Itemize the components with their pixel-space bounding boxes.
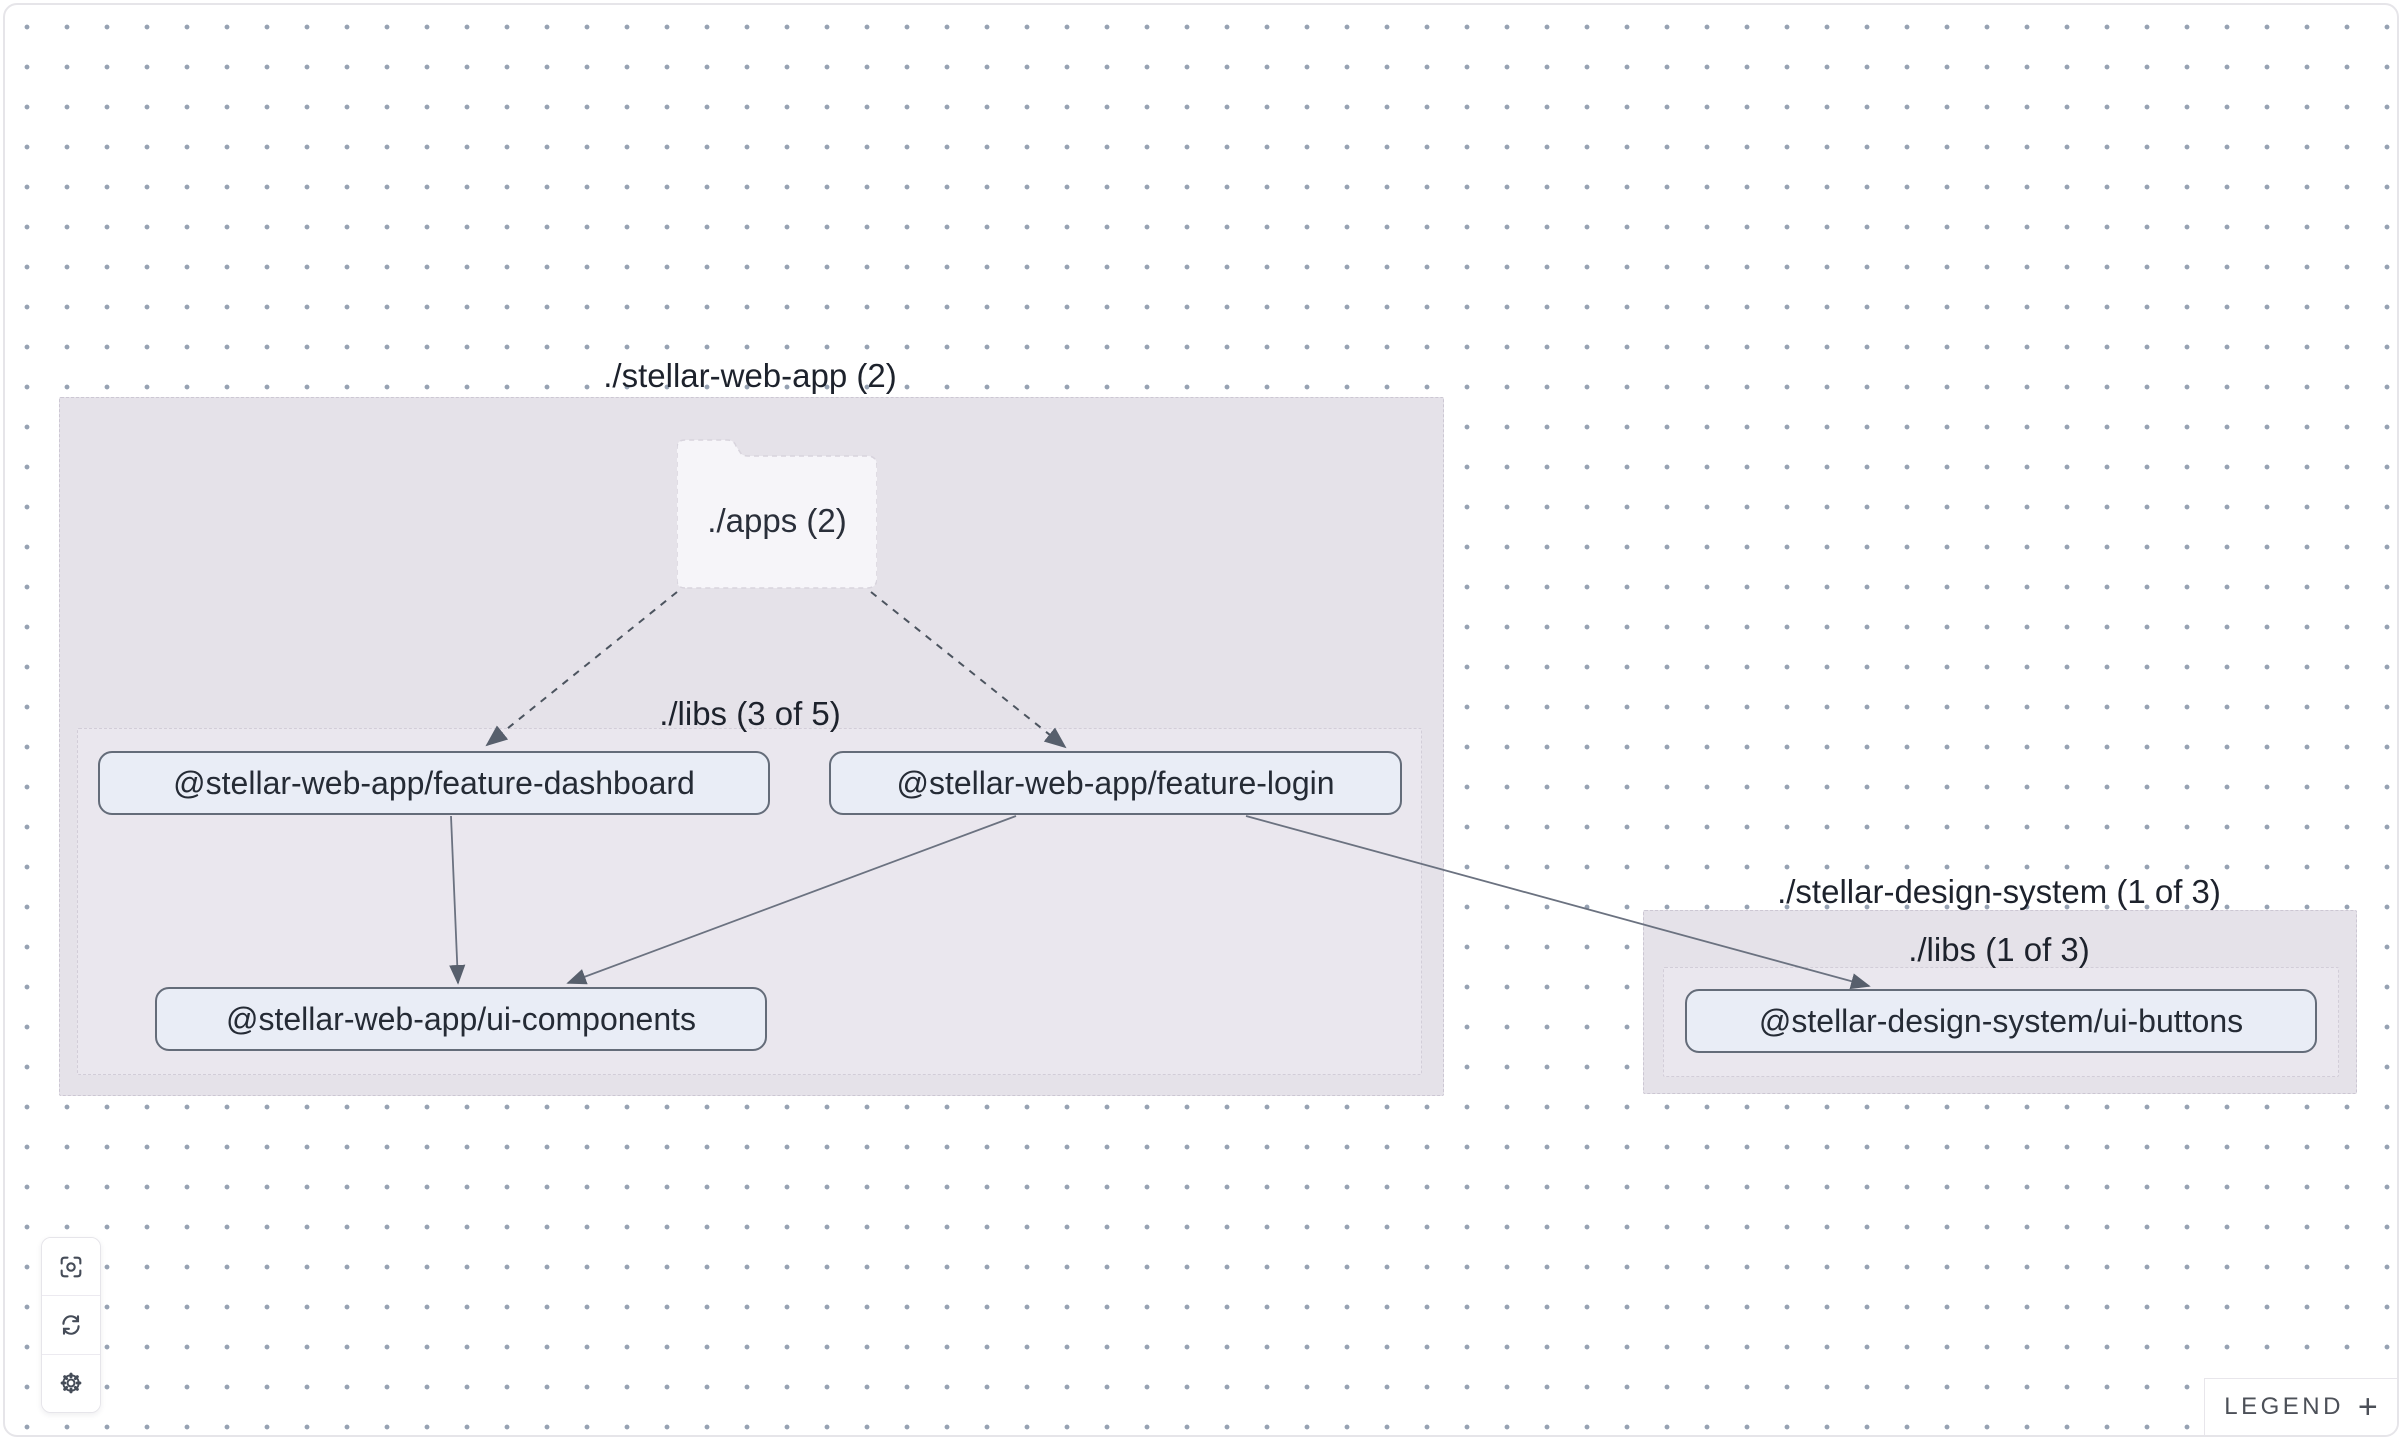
group-title-stellar-web-app: ./stellar-web-app (2) [603, 357, 897, 394]
graph-controls [41, 1237, 101, 1413]
node-feature-dashboard-label: @stellar-web-app/feature-dashboard [173, 764, 695, 801]
gear-icon [60, 1372, 82, 1394]
apps-folder-icon [677, 439, 877, 589]
settings-button[interactable] [42, 1353, 100, 1412]
node-ui-buttons[interactable]: @stellar-design-system/ui-buttons [1685, 989, 2317, 1053]
subgroup-title-design-libs: ./libs (1 of 3) [1908, 931, 2090, 968]
node-feature-login-label: @stellar-web-app/feature-login [896, 764, 1335, 801]
refresh-graph-button[interactable] [42, 1295, 100, 1354]
graph-canvas[interactable]: ./stellar-web-app (2) ./apps (2) ./libs … [3, 3, 2399, 1437]
apps-folder-label[interactable]: ./apps (2) [707, 502, 847, 539]
legend-expand-icon: + [2357, 1388, 2378, 1426]
legend-toggle[interactable]: LEGEND + [2204, 1378, 2397, 1435]
subgroup-title-web-libs: ./libs (3 of 5) [659, 695, 841, 732]
node-feature-login[interactable]: @stellar-web-app/feature-login [829, 751, 1402, 815]
node-ui-buttons-label: @stellar-design-system/ui-buttons [1758, 1002, 2244, 1039]
focus-icon [60, 1256, 82, 1278]
legend-label: LEGEND [2224, 1393, 2344, 1420]
center-graph-button[interactable] [42, 1238, 100, 1296]
node-ui-components[interactable]: @stellar-web-app/ui-components [155, 987, 767, 1051]
node-ui-components-label: @stellar-web-app/ui-components [225, 1000, 697, 1037]
group-title-stellar-design-system: ./stellar-design-system (1 of 3) [1777, 873, 2221, 910]
refresh-icon [62, 1315, 80, 1335]
node-feature-dashboard[interactable]: @stellar-web-app/feature-dashboard [98, 751, 770, 815]
